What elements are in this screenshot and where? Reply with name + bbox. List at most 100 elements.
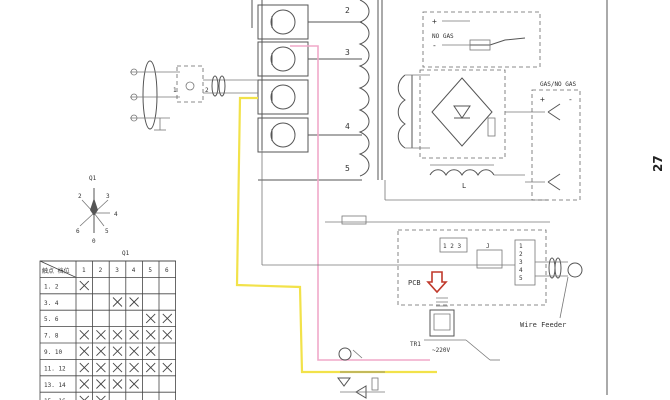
- wire-feeder: Wire Feeder: [520, 257, 583, 329]
- pin-label: 1: [519, 243, 523, 250]
- ferrite-ring: [211, 75, 219, 97]
- plug-pin: [130, 68, 138, 76]
- switch-housing: [176, 65, 204, 103]
- table-corner-label: 触点 档位: [42, 267, 70, 275]
- plus-sign: +: [540, 95, 545, 104]
- q1-top-label: Q1: [89, 175, 97, 182]
- table-x-mark: [96, 329, 106, 340]
- table-row-label: 13. 14: [44, 382, 66, 389]
- plug-pin: [130, 93, 138, 101]
- rectifier-group: L: [397, 69, 545, 190]
- no-gas-label: NO GAS: [432, 33, 454, 40]
- table-column-header: 3: [115, 267, 119, 274]
- switch-contact-4: [270, 122, 296, 148]
- motor-icon: [567, 262, 583, 278]
- switch-position: 6: [76, 228, 80, 235]
- torch-minus: -: [432, 41, 437, 50]
- pin-label: 2: [519, 251, 523, 258]
- lamp-icon: [185, 81, 195, 91]
- winding-number: 5: [345, 164, 350, 173]
- leader-line: [559, 276, 569, 319]
- table-x-mark: [79, 346, 90, 357]
- page-number: 27: [651, 155, 665, 172]
- table-corner-diagonal: [39, 260, 77, 278]
- table-x-mark: [162, 362, 173, 373]
- rotary-switch-group: [257, 0, 309, 153]
- table-x-mark: [96, 379, 106, 389]
- switch-contact-1: [270, 9, 296, 35]
- diode-icon: [337, 377, 351, 387]
- pin-label: 5: [519, 275, 523, 282]
- table-x-mark: [100, 395, 106, 400]
- red-arrow-icon: [426, 271, 448, 294]
- table-x-mark: [112, 379, 123, 389]
- polarity-housing: [531, 89, 581, 201]
- table-column-header: 1: [82, 267, 86, 274]
- ferrite-ring: [548, 257, 556, 279]
- table-x-mark: [129, 362, 139, 373]
- fan-diode-group: [337, 347, 385, 399]
- winding-number: 3: [345, 48, 350, 57]
- wire: [465, 339, 491, 361]
- pos-line: [93, 212, 105, 227]
- table-x-mark: [145, 329, 156, 340]
- pcb-j-label: J: [486, 243, 490, 250]
- thermal-switch: [341, 215, 367, 225]
- bridge-diamond: [431, 77, 493, 147]
- switch-position: 4: [114, 211, 118, 218]
- pink-wire: [290, 45, 430, 361]
- torch-icon: [470, 37, 526, 46]
- pin-label: 3: [519, 259, 523, 266]
- yellow-wire: [235, 96, 437, 374]
- knob-pointer-icon: [90, 198, 98, 216]
- q1-position-diagram: Q1 3 4 5 6 2 0: [76, 175, 118, 245]
- pcb-label: PCB: [408, 279, 421, 287]
- gas-no-gas-label: GAS/NO GAS: [540, 81, 577, 88]
- table-row-label: 1. 2: [44, 283, 59, 290]
- table-x-mark: [145, 362, 156, 373]
- transformer-winding: 2 3 4 5: [258, 0, 383, 181]
- table-x-mark: [129, 329, 139, 340]
- pos-line: [79, 212, 95, 227]
- switch-position: 0: [92, 238, 96, 245]
- diode-icon: [453, 105, 471, 119]
- cable-bundle: [142, 60, 158, 130]
- table-column-header: 6: [165, 267, 169, 274]
- switch-contact-2: [270, 46, 296, 72]
- table-x-mark: [112, 297, 123, 307]
- table-row-label: 5. 6: [44, 316, 59, 323]
- table-x-mark: [79, 362, 90, 373]
- polarity-block: GAS/NO GAS + -: [525, 81, 581, 201]
- control-transformer: TR1 ~220V: [410, 297, 500, 361]
- table-row-label: 7. 8: [44, 333, 59, 340]
- switch-position: 3: [106, 193, 110, 200]
- switch-contact-3: [270, 84, 296, 110]
- power-input-group: 1 2: [130, 60, 258, 131]
- ferrite-ring: [554, 257, 562, 279]
- table-column-header: 2: [99, 267, 103, 274]
- pcb-housing: [397, 229, 547, 306]
- switch-position: 2: [78, 193, 82, 200]
- left-number: 2: [205, 87, 209, 94]
- pcb-relay: [476, 249, 503, 269]
- table-x-mark: [112, 329, 123, 340]
- table-x-mark: [79, 280, 90, 291]
- left-number: 1: [173, 87, 177, 94]
- pcb-block-label: 1 2 3: [443, 243, 461, 250]
- table-x-mark: [96, 346, 106, 357]
- fan-wire: [352, 349, 363, 359]
- main-wiring: [261, 150, 550, 266]
- table-row-label: 3. 4: [44, 300, 59, 307]
- coil-lines: [436, 297, 448, 307]
- ferrite-ring: [218, 75, 226, 97]
- transformer-core: [433, 313, 451, 331]
- table-x-mark: [79, 329, 90, 340]
- table-x-mark: [79, 379, 90, 389]
- fan-icon: [338, 347, 352, 361]
- plug-pin: [130, 114, 138, 122]
- table-x-mark: [96, 395, 102, 400]
- no-gas-torch: + - NO GAS: [422, 11, 541, 68]
- table-x-mark: [84, 395, 90, 400]
